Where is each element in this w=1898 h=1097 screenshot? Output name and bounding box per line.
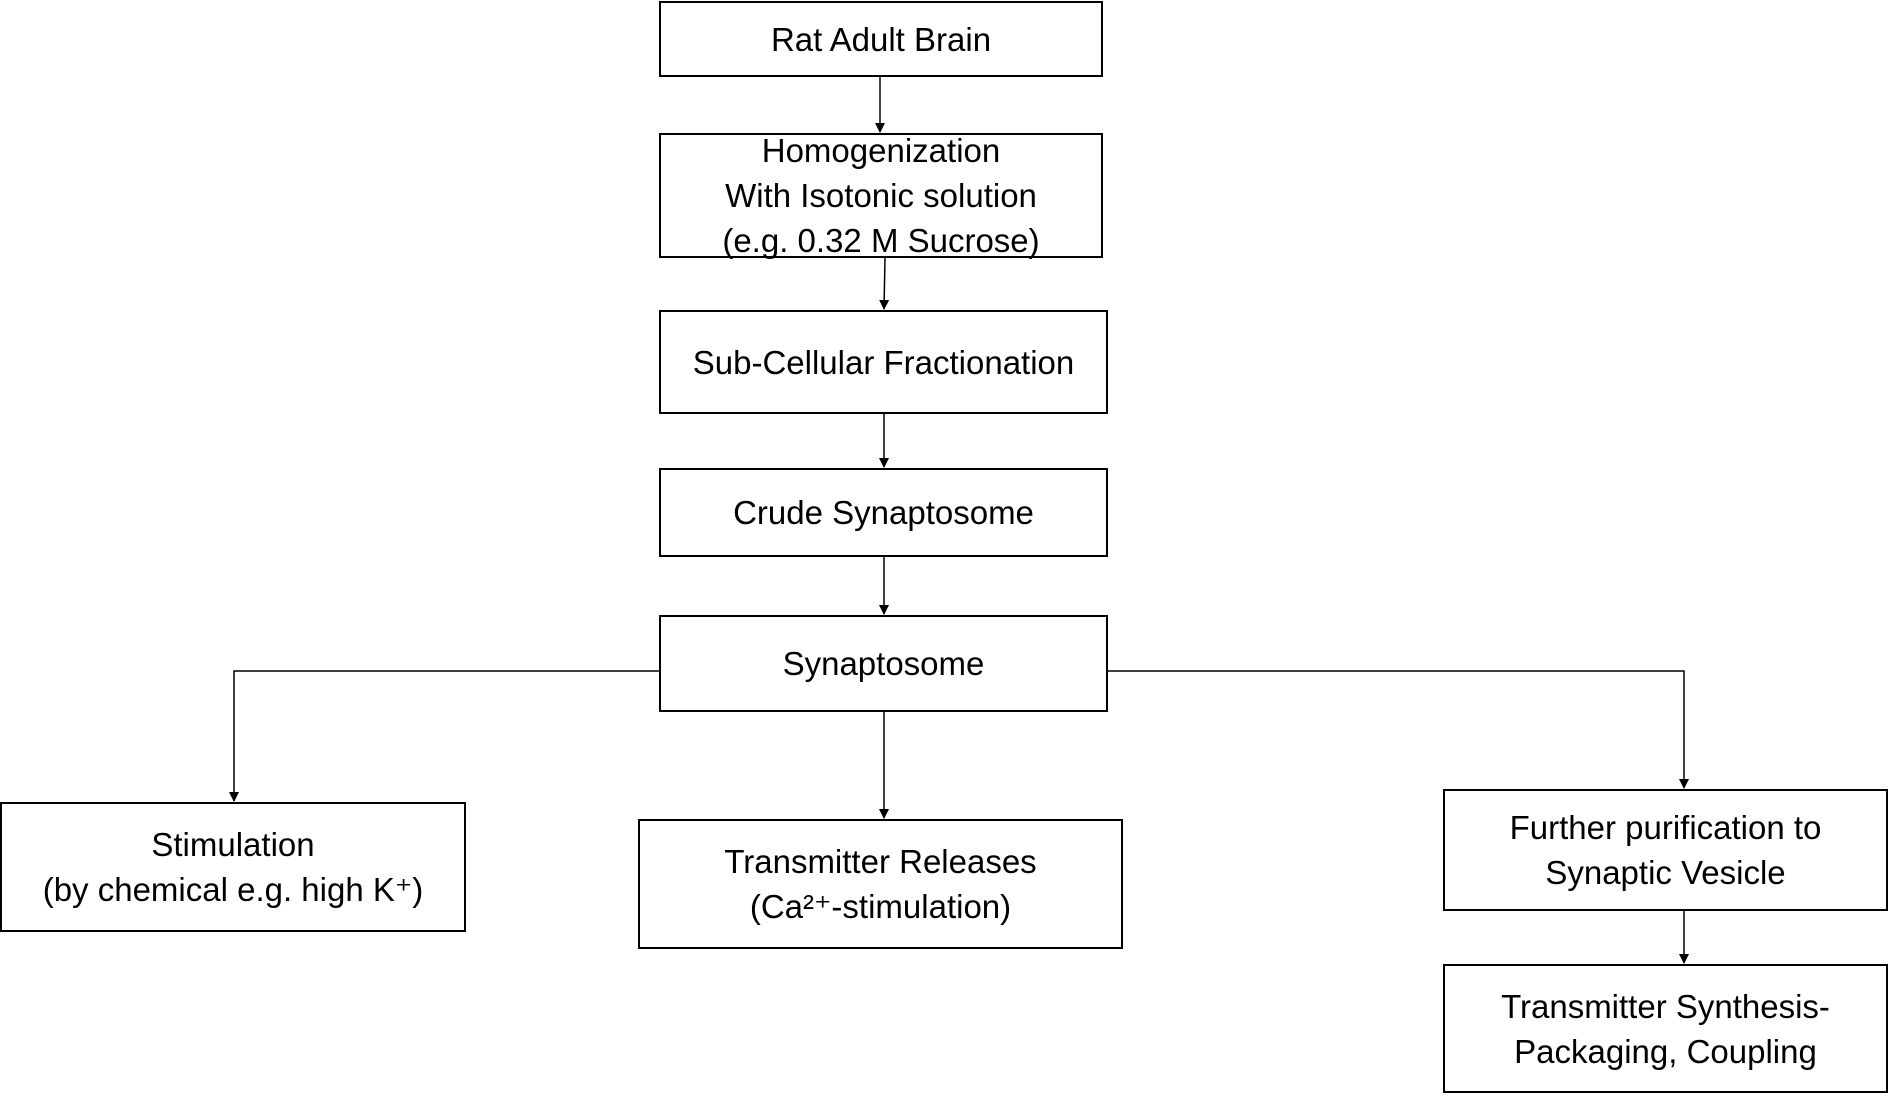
node-label-line: (Ca²⁺-stimulation) bbox=[749, 888, 1012, 925]
node-label-line: Crude Synaptosome bbox=[733, 494, 1034, 531]
node-transmitter-synthesis: Transmitter Synthesis- Packaging, Coupli… bbox=[1443, 964, 1888, 1093]
node-further-purification: Further purification to Synaptic Vesicle bbox=[1443, 789, 1888, 911]
node-label-line: Transmitter Synthesis- bbox=[1501, 987, 1830, 1025]
node-label-line: Homogenization bbox=[761, 132, 1001, 169]
node-rat-adult-brain: Rat Adult Brain bbox=[659, 1, 1103, 77]
node-homogenization: Homogenization With Isotonic solution (e… bbox=[659, 132, 1103, 259]
edge-homogenization-to-fractionation bbox=[879, 257, 890, 310]
node-label-line: Further purification to bbox=[1509, 809, 1822, 846]
node-label-line: Stimulation bbox=[151, 826, 315, 863]
node-label-line: Packaging, Coupling bbox=[1514, 1032, 1817, 1070]
edge-synaptosome-to-stimulation bbox=[229, 670, 659, 802]
node-label-line: Synaptosome bbox=[782, 645, 985, 682]
node-sub-cellular-fractionation: Sub-Cellular Fractionation bbox=[659, 310, 1108, 414]
node-label-line: (e.g. 0.32 M Sucrose) bbox=[722, 222, 1040, 259]
node-label-line: Rat Adult Brain bbox=[770, 20, 992, 58]
node-label-line: (by chemical e.g. high K⁺) bbox=[42, 871, 424, 908]
edge-synaptosome-to-purification bbox=[1108, 670, 1689, 789]
node-synaptosome: Synaptosome bbox=[659, 615, 1108, 712]
node-label-line: With Isotonic solution bbox=[725, 177, 1037, 214]
node-label-line: Transmitter Releases bbox=[724, 843, 1037, 880]
node-crude-synaptosome: Crude Synaptosome bbox=[659, 468, 1108, 557]
node-transmitter-releases: Transmitter Releases (Ca²⁺-stimulation) bbox=[638, 819, 1123, 949]
node-label-line: Synaptic Vesicle bbox=[1545, 854, 1786, 891]
node-label-line: Sub-Cellular Fractionation bbox=[692, 343, 1075, 381]
node-stimulation: Stimulation (by chemical e.g. high K⁺) bbox=[0, 802, 466, 932]
